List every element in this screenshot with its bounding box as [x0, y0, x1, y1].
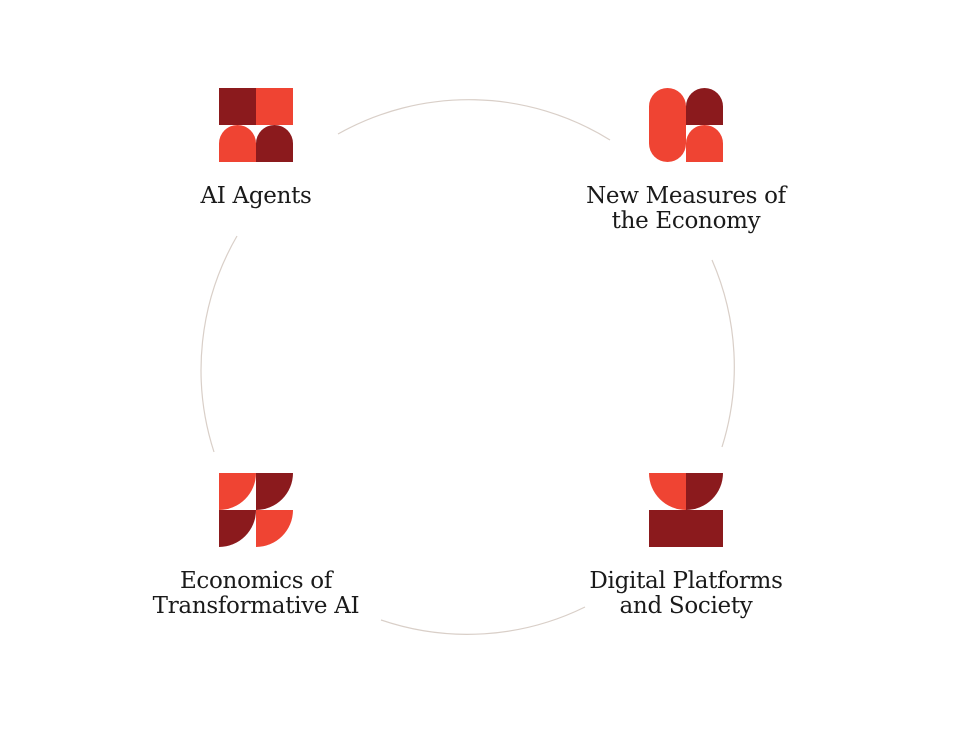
ring-arc-top: [337, 99, 611, 141]
label-line: and Society: [619, 593, 753, 619]
label-line: AI Agents: [200, 183, 312, 209]
label-line: Digital Platforms: [589, 568, 783, 594]
node-label-econ-tai: Economics of Transformative AI: [141, 569, 371, 619]
label-line: the Economy: [611, 208, 761, 234]
ai-agents-icon: [219, 88, 293, 162]
node-label-new-measures: New Measures of the Economy: [571, 184, 801, 234]
ring-arc-left: [200, 235, 238, 453]
label-line: Transformative AI: [152, 593, 360, 619]
econ-tai-icon: [219, 473, 293, 547]
node-label-ai-agents: AI Agents: [156, 184, 356, 209]
ring-arc-bottom: [380, 606, 586, 635]
node-econ-tai: Economics of Transformative AI: [141, 473, 371, 619]
label-line: Economics of: [179, 568, 333, 594]
label-line: New Measures of: [586, 183, 786, 209]
node-ai-agents: AI Agents: [156, 88, 356, 209]
new-measures-icon: [649, 88, 723, 162]
ring-arc-right: [711, 259, 735, 448]
node-digital: Digital Platforms and Society: [571, 473, 801, 619]
node-label-digital: Digital Platforms and Society: [571, 569, 801, 619]
node-new-measures: New Measures of the Economy: [571, 88, 801, 234]
digital-platforms-icon: [649, 473, 723, 547]
